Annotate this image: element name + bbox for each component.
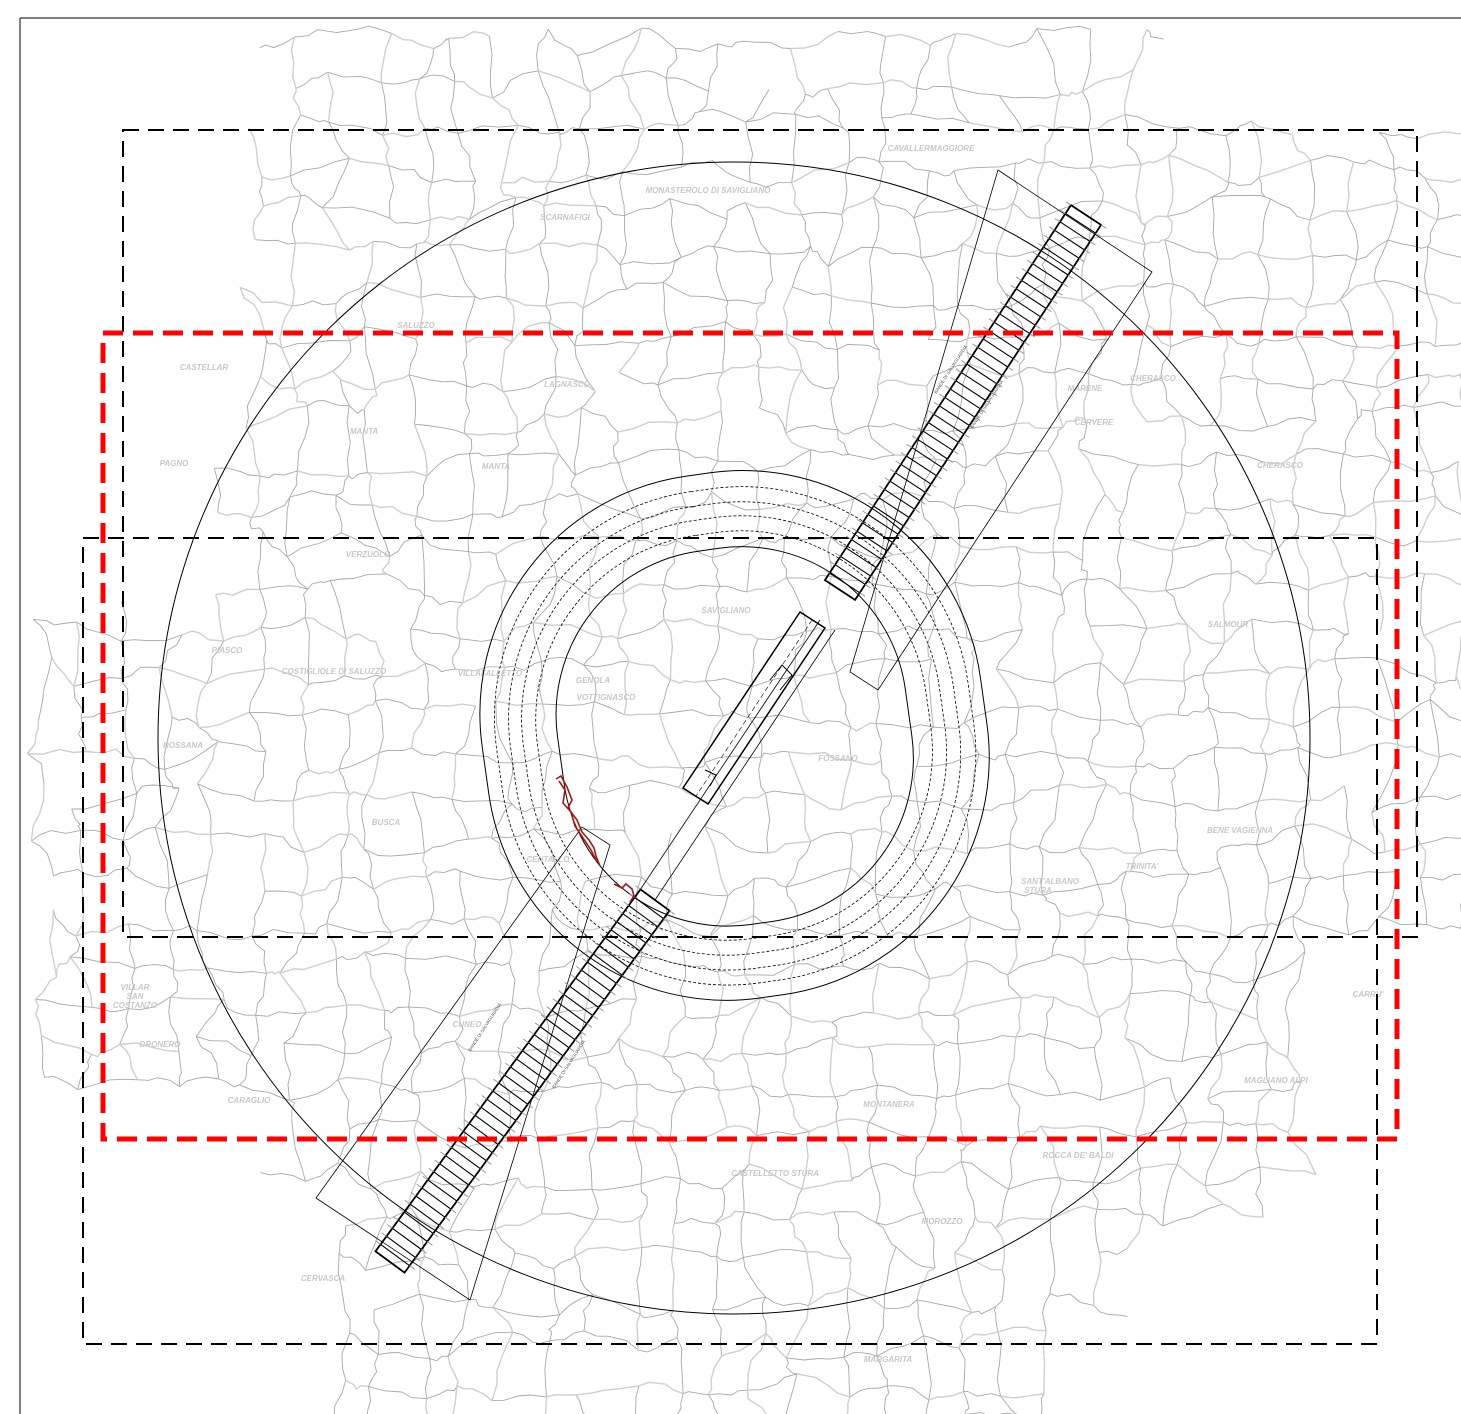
place-label: CERVASCA — [301, 1274, 346, 1283]
place-label: DRONERO — [140, 1040, 182, 1049]
place-label: CHERASCO — [1257, 461, 1304, 470]
place-label: MAGLIANO ALPI — [1244, 1076, 1308, 1085]
stadium-contour-outer — [479, 470, 990, 1001]
place-label: VILLAR — [121, 983, 150, 992]
runway-outline — [681, 610, 827, 806]
place-label: GENOLA — [576, 676, 610, 685]
safeguard-band-south-fringe — [375, 885, 675, 1270]
red-frame — [100, 330, 1400, 1142]
place-label: STURA — [1024, 886, 1052, 895]
place-label: BUSCA — [372, 818, 401, 827]
stadium-contour-4 — [535, 530, 933, 941]
conical-surface-contours — [479, 470, 990, 1001]
band-label: BANDE DI SALVAGUARDIA — [969, 379, 1004, 429]
approach-surface-north — [849, 169, 1153, 691]
place-label: CENTALLO — [527, 855, 571, 864]
safeguard-band-north-fringe — [824, 201, 1107, 597]
place-label: SCARNAFIGI — [540, 213, 591, 222]
place-label: PIASCO — [212, 646, 243, 655]
runway-strip-edge — [654, 629, 836, 901]
safeguard-band-north-outline — [823, 203, 1103, 602]
place-label: FOSSANO — [818, 754, 858, 763]
sheet-border — [19, 17, 1461, 1414]
sheet-frames — [82, 129, 1418, 1345]
outer-horizontal-surface — [157, 161, 1311, 1315]
approach-surfaces — [315, 169, 1153, 1301]
stadium-contour-1 — [494, 486, 977, 986]
frame-north — [122, 129, 1418, 938]
safeguard-bands — [374, 201, 1107, 1274]
boundary-lines — [27, 25, 1461, 1414]
place-label: COSTIGLIOLE DI SALUZZO — [282, 667, 387, 676]
place-labels: CAVALLERMAGGIORE MONASTEROLO DI SAVIGLIAN… — [113, 144, 1385, 1364]
place-label: CASTELLAR — [180, 363, 229, 372]
safeguard-band-north-hatching — [829, 204, 1102, 594]
place-label: MARGARITA — [864, 1355, 913, 1364]
safeguard-band-south-hatching — [380, 888, 670, 1267]
runway-strip-edge — [639, 619, 821, 891]
safeguard-band-south-outline — [374, 888, 671, 1274]
place-label: PAGNO — [160, 459, 190, 468]
place-label: MANTA — [482, 462, 511, 471]
place-label: CUNEO — [453, 1020, 483, 1029]
runway-marking — [769, 664, 793, 691]
stadium-contour-inner — [555, 546, 914, 927]
river-line — [558, 780, 598, 863]
river-line — [555, 774, 601, 867]
river — [555, 774, 635, 903]
place-label: VILLAFALLETTO — [458, 669, 523, 678]
place-label: ROSSANA — [163, 741, 203, 750]
place-label: SAVIGLIANO — [701, 606, 751, 615]
place-label: CERVERE — [1075, 418, 1114, 427]
place-label: MONTANERA — [863, 1100, 915, 1109]
place-label: SALUZZO — [397, 321, 436, 330]
place-label: CHERASCO — [1130, 374, 1177, 383]
runway-centreline — [695, 619, 813, 797]
runway-marking — [704, 769, 717, 787]
place-label: MARENE — [1068, 384, 1103, 393]
place-label: SALMOUR — [1208, 620, 1249, 629]
runway — [681, 610, 827, 806]
place-label: MOROZZO — [922, 1217, 964, 1226]
municipal-boundaries — [26, 25, 1461, 1414]
place-label: VOTTIGNASCO — [577, 693, 636, 702]
place-label: COSTANZO — [113, 1001, 158, 1010]
boundary-lines-major — [26, 28, 1461, 1414]
place-label: BENE VAGIENNA — [1207, 826, 1273, 835]
stadium-contour-3 — [521, 515, 947, 956]
place-label: ROCCA DE' BALDI — [1043, 1151, 1115, 1160]
place-label: LAGNASCO — [544, 380, 591, 389]
place-label: SAN — [127, 992, 144, 1001]
place-label: CAVALLERMAGGIORE — [888, 144, 975, 153]
place-label: SANT'ALBANO — [1021, 877, 1080, 886]
frame-south — [82, 537, 1378, 1345]
place-label: TRINITA' — [1126, 862, 1160, 871]
river-line — [613, 882, 635, 903]
place-label: MONASTEROLO DI SAVIGLIANO — [646, 186, 772, 195]
place-label: CARRU' — [1353, 990, 1385, 999]
place-label: MANTA — [350, 427, 379, 436]
place-label: CARAGLIO — [228, 1096, 271, 1105]
place-label: VERZUOLO — [346, 550, 391, 559]
place-label: CASTELLETTO STURA — [731, 1169, 819, 1178]
approach-surface-south — [315, 826, 611, 1301]
